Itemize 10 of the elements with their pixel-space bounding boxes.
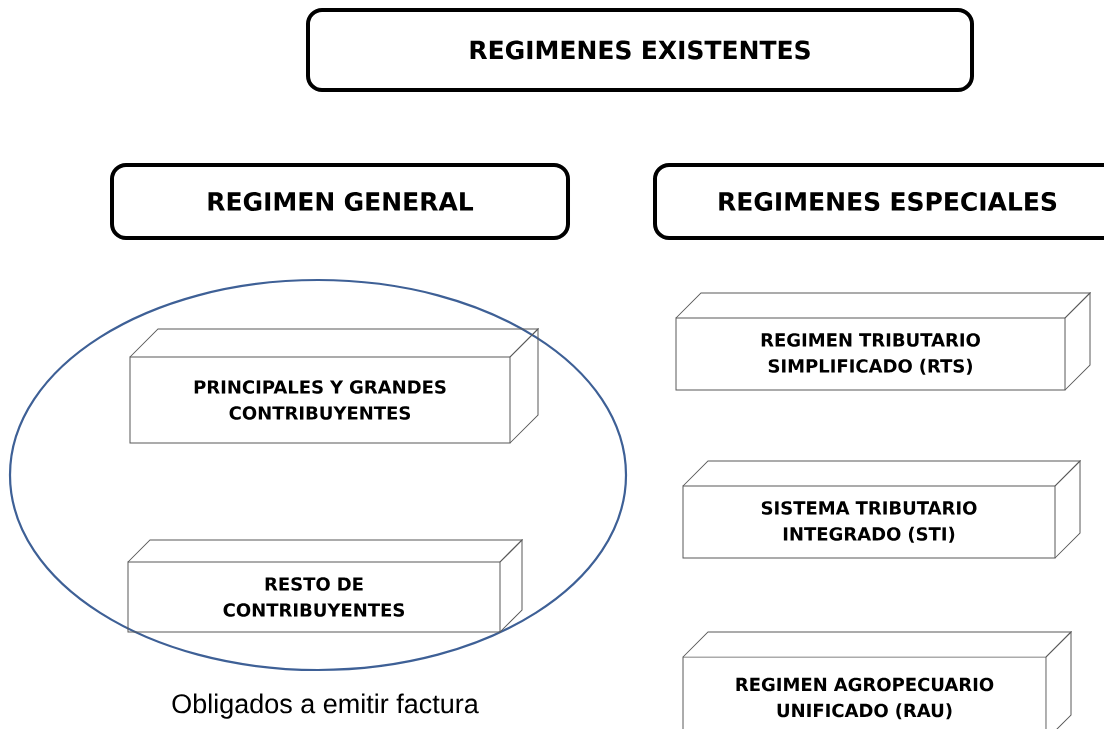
block-box: SISTEMA TRIBUTARIO INTEGRADO (STI) <box>682 460 1081 559</box>
heading-box: REGIMENES EXISTENTES <box>306 8 974 92</box>
block-box: REGIMEN AGROPECUARIO UNIFICADO (RAU) <box>682 631 1072 729</box>
caption-text: Obligados a emitir factura <box>172 693 479 719</box>
heading-box: REGIMENES ESPECIALES <box>653 163 1104 240</box>
block-box: RESTO DE CONTRIBUYENTES <box>127 539 523 633</box>
block-box: PRINCIPALES Y GRANDES CONTRIBUYENTES <box>129 328 539 444</box>
group-ellipse <box>8 278 628 672</box>
block-box: REGIMEN TRIBUTARIO SIMPLIFICADO (RTS) <box>675 292 1091 391</box>
heading-box: REGIMEN GENERAL <box>110 163 570 240</box>
